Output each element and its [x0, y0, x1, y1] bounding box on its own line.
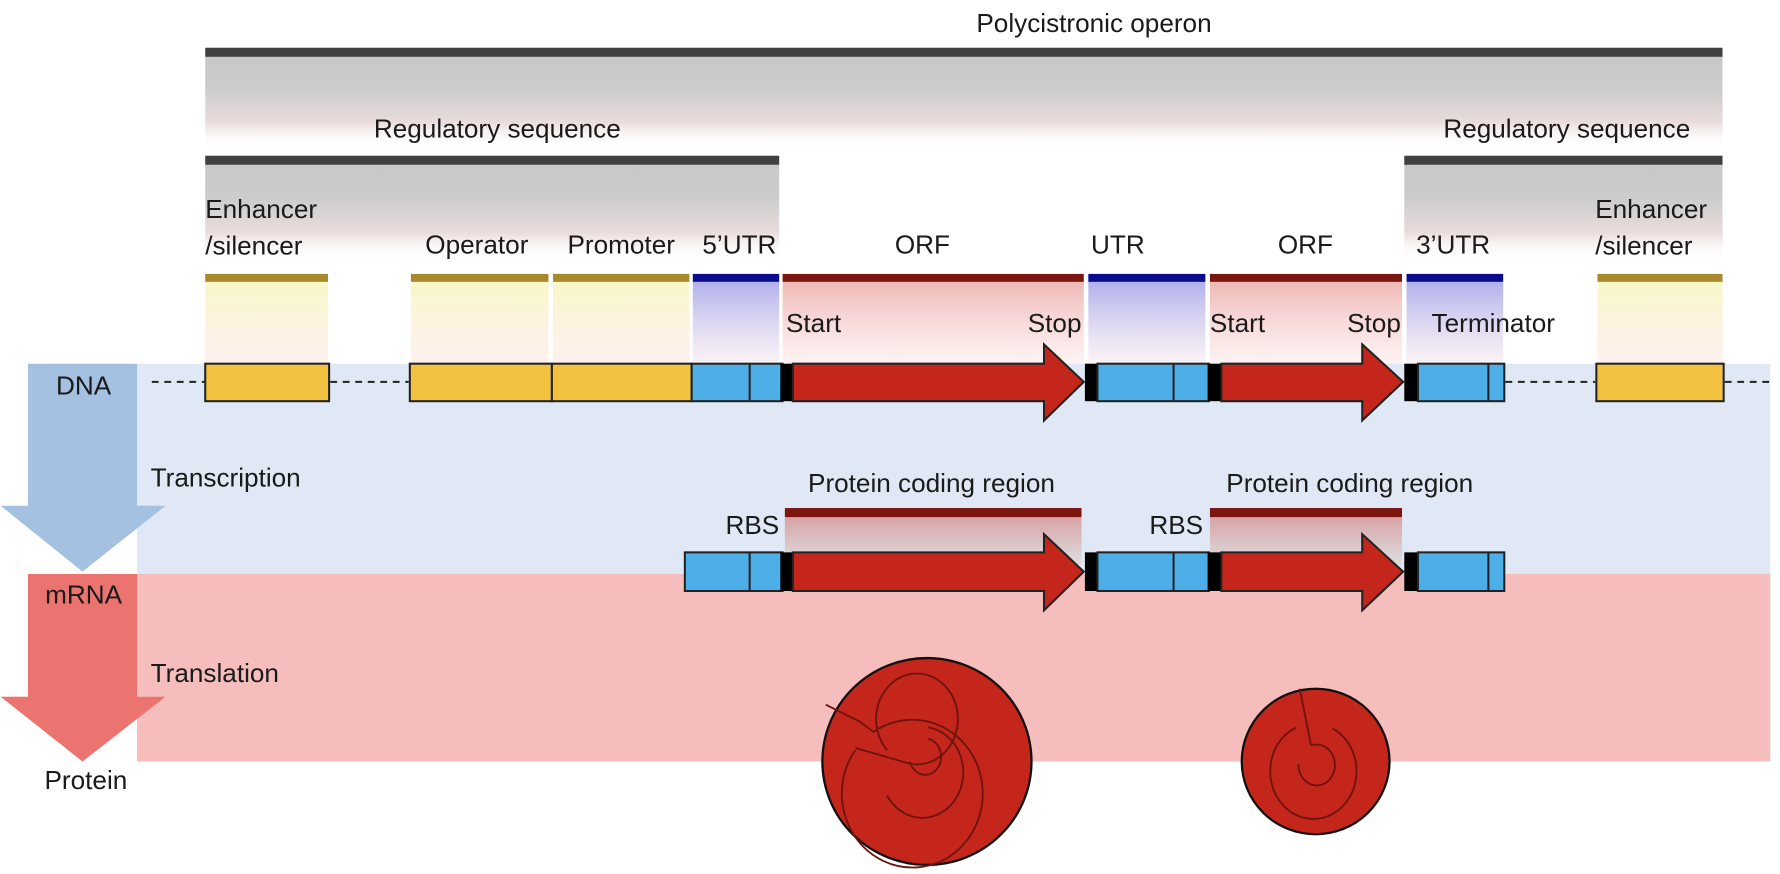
coding-region-2-bar — [1209, 508, 1403, 518]
transcription-arrow — [0, 363, 166, 572]
utr3-bar — [1406, 273, 1504, 282]
dna-promoter — [550, 362, 693, 403]
label-coding-region-2: Protein coding region — [1226, 468, 1473, 498]
promoter-bar — [553, 273, 690, 282]
label-rbs-2: RBS — [1149, 510, 1203, 540]
enhancer-right-fade — [1597, 281, 1723, 364]
label-enhancer-right-2: /silencer — [1595, 231, 1693, 261]
operon-title: Polycistronic operon — [976, 8, 1211, 38]
mrna-utr3 — [1404, 551, 1506, 593]
enhancer-right-bar — [1597, 273, 1723, 282]
protein-1-icon — [821, 656, 1033, 869]
dna-operator — [408, 362, 553, 403]
label-orf-1: ORF — [895, 229, 950, 259]
translation-arrow — [0, 573, 166, 762]
regulatory-left-fade — [205, 164, 780, 262]
regulatory-left-bar — [205, 155, 780, 165]
dna-orf-arrow-1 — [791, 342, 1086, 423]
regulatory-right-label: Regulatory sequence — [1443, 114, 1690, 144]
mrna-orf-arrow-1 — [791, 531, 1086, 613]
label-start-1: Start — [786, 308, 842, 338]
label-stop-1: Stop — [1028, 308, 1082, 338]
operon-bracket-fade — [205, 56, 1723, 151]
utr5-bar — [692, 273, 780, 282]
operon-bracket-bar — [205, 47, 1723, 57]
orf2-fade — [1209, 281, 1403, 364]
mrna-utr-mid — [1084, 551, 1222, 593]
regulatory-right-fade — [1404, 164, 1723, 262]
label-operator: Operator — [425, 229, 528, 259]
label-coding-region-1: Protein coding region — [808, 468, 1055, 498]
regulatory-right-bar — [1404, 155, 1723, 165]
protein-2-icon — [1240, 687, 1391, 836]
enhancer-left-fade — [205, 281, 328, 364]
stage-protein: Protein — [45, 765, 128, 795]
dna-utr3 — [1404, 362, 1506, 403]
label-3utr: 3’UTR — [1416, 229, 1490, 259]
regulatory-left-label: Regulatory sequence — [374, 114, 621, 144]
coding-region-1-bar — [784, 508, 1082, 518]
orf1-bar — [782, 273, 1084, 282]
mrna-utr5 — [683, 551, 793, 593]
dna-utr5 — [690, 362, 793, 403]
label-enhancer-right-1: Enhancer — [1595, 194, 1707, 224]
label-rbs-1: RBS — [725, 510, 779, 540]
label-utr-mid: UTR — [1091, 229, 1145, 259]
dna-utr-mid — [1084, 362, 1222, 403]
label-enhancer-left-2: /silencer — [205, 231, 303, 261]
stage-mrna: mRNA — [45, 580, 122, 610]
stage-dna: DNA — [56, 370, 112, 400]
utr5-fade — [692, 281, 780, 364]
label-enhancer-left-1: Enhancer — [205, 194, 317, 224]
label-start-2: Start — [1210, 308, 1266, 338]
operator-fade — [410, 281, 549, 364]
stage-transcription: Transcription — [151, 462, 301, 492]
label-terminator: Terminator — [1432, 308, 1556, 338]
label-promoter: Promoter — [567, 229, 675, 259]
dna-enhancer-right — [1595, 362, 1725, 403]
dna-orf-arrow-2 — [1220, 342, 1405, 423]
label-stop-2: Stop — [1347, 308, 1401, 338]
label-5utr: 5’UTR — [702, 229, 776, 259]
mrna-orf-arrow-2 — [1220, 531, 1405, 613]
label-orf-2: ORF — [1278, 229, 1333, 259]
utr-mid-fade — [1088, 281, 1206, 364]
operator-bar — [410, 273, 549, 282]
orf2-bar — [1209, 273, 1403, 282]
stage-translation: Translation — [151, 658, 279, 688]
orf1-fade — [782, 281, 1084, 364]
utr-mid-bar — [1088, 273, 1206, 282]
utr3-fade — [1406, 281, 1504, 364]
promoter-fade — [553, 281, 690, 364]
enhancer-left-bar — [205, 273, 328, 282]
dna-enhancer-left — [204, 362, 331, 403]
